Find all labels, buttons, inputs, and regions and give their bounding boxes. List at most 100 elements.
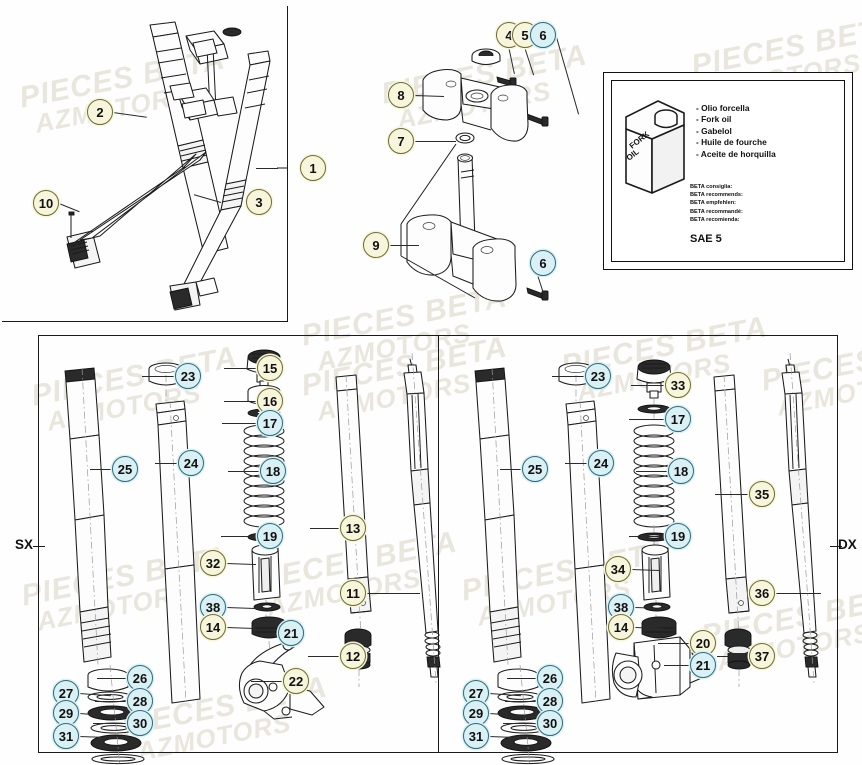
callout-leader-line [500, 469, 522, 470]
part-11-damper-rod-sx [403, 352, 441, 684]
callout-badge-26[interactable]: 26 [127, 665, 153, 691]
side-label-dx: DX [838, 537, 857, 552]
callout-badge-18[interactable]: 18 [260, 458, 286, 484]
callout-leader-line [97, 678, 127, 679]
callout-leader-line [507, 678, 537, 679]
callout-leader-line [629, 536, 665, 537]
callout-badge-14[interactable]: 14 [200, 614, 226, 640]
callout-badge-19[interactable]: 19 [257, 523, 283, 549]
callout-badge-10[interactable]: 10 [33, 190, 59, 216]
callout-badge-20[interactable]: 20 [690, 630, 716, 656]
callout-leader-line [717, 656, 749, 657]
callout-badge-33[interactable]: 33 [665, 372, 691, 398]
callout-badge-24[interactable]: 24 [588, 450, 614, 476]
part-6-bolt-upper [526, 113, 549, 127]
beta-line-de: BETA empfehlen: [690, 200, 736, 207]
seal-stack-sx [87, 664, 145, 765]
side-label-dx-tick [830, 546, 842, 548]
beta-line-es: BETA recomienda: [690, 216, 740, 223]
part-35-damper-tube-dx [713, 374, 750, 636]
part-10-bolt [68, 211, 75, 238]
callout-badge-23[interactable]: 23 [175, 363, 201, 389]
callout-badge-9[interactable]: 9 [363, 232, 389, 258]
callout-badge-23[interactable]: 23 [585, 363, 611, 389]
callout-badge-29[interactable]: 29 [53, 700, 79, 726]
callout-badge-21[interactable]: 21 [690, 652, 716, 678]
callout-badge-21[interactable]: 21 [278, 620, 304, 646]
callout-badge-19[interactable]: 19 [665, 523, 691, 549]
callout-badge-25[interactable]: 25 [112, 456, 138, 482]
callout-badge-15[interactable]: 15 [257, 355, 283, 381]
part-38-washer-sx [253, 602, 281, 612]
part-14-bushing-dx [641, 616, 677, 688]
callout-leader-line [366, 593, 420, 594]
callout-badge-7[interactable]: 7 [388, 128, 414, 154]
part-37-bump-stop-dx [724, 628, 752, 687]
part-25-outer-tube-sx [64, 367, 112, 666]
callout-leader-line [658, 643, 690, 644]
callout-leader-line [552, 376, 585, 377]
callout-badge-17[interactable]: 17 [665, 406, 691, 432]
callout-badge-3[interactable]: 3 [246, 189, 272, 215]
callout-badge-28[interactable]: 28 [127, 688, 153, 714]
callout-badge-11[interactable]: 11 [340, 580, 366, 606]
callout-badge-14[interactable]: 14 [608, 614, 634, 640]
triple-clamp-group [400, 48, 549, 302]
beta-line-it: BETA consiglia: [690, 184, 733, 190]
callout-badge-30[interactable]: 30 [127, 710, 153, 736]
callout-leader-line [228, 471, 260, 472]
callout-badge-28[interactable]: 28 [537, 688, 563, 714]
callout-badge-2[interactable]: 2 [87, 99, 113, 125]
callout-leader-line [90, 469, 112, 470]
callout-leader-line [95, 701, 127, 702]
callout-badge-17[interactable]: 17 [257, 410, 283, 436]
oil-name-fr: - Huile de fourche [696, 137, 767, 148]
oil-name-list: - Olio forcella - Fork oil - Gabelol - H… [696, 103, 776, 160]
oil-grade-label: SAE 5 [690, 233, 722, 245]
callout-badge-25[interactable]: 25 [522, 456, 548, 482]
callout-badge-22[interactable]: 22 [283, 668, 309, 694]
callout-badge-12[interactable]: 12 [340, 643, 366, 669]
callout-badge-16[interactable]: 16 [257, 388, 283, 414]
side-label-sx-tick [33, 546, 45, 548]
callout-badge-1[interactable]: 1 [300, 155, 326, 181]
callout-leader-line [664, 665, 690, 666]
callout-leader-line [505, 701, 537, 702]
callout-badge-34[interactable]: 34 [605, 556, 631, 582]
fork-oil-info-box: FORK OIL - Olio forcella - Fork oil - Ga… [603, 72, 853, 270]
part-17-washer-dx [637, 404, 671, 414]
callout-badge-8[interactable]: 8 [388, 82, 414, 108]
callout-badge-13[interactable]: 13 [340, 515, 366, 541]
callout-badge-32[interactable]: 32 [200, 550, 226, 576]
oil-name-it: - Olio forcella [696, 103, 750, 113]
callout-badge-6[interactable]: 6 [530, 250, 556, 276]
part-1-triple-clamp-assembly [169, 27, 242, 121]
part-23-ring-dx [558, 362, 594, 413]
callout-badge-29[interactable]: 29 [463, 700, 489, 726]
part-9-lower-triple-clamp [400, 143, 517, 302]
part-3-fork-leg-right [169, 50, 271, 311]
callout-badge-36[interactable]: 36 [749, 580, 775, 606]
callout-badge-26[interactable]: 26 [537, 665, 563, 691]
side-label-sx: SX [15, 537, 34, 552]
callout-leader-line [221, 536, 257, 537]
callout-badge-6[interactable]: 6 [530, 22, 556, 48]
part-22-fork-bottom-sx [238, 639, 325, 720]
callout-badge-30[interactable]: 30 [537, 710, 563, 736]
part-24-inner-tube-sx [155, 400, 201, 704]
part-7-o-ring [455, 132, 475, 144]
callout-leader-line [222, 423, 257, 424]
callout-badge-24[interactable]: 24 [178, 450, 204, 476]
part-8-upper-triple-clamp [422, 68, 529, 142]
callout-badge-31[interactable]: 31 [463, 723, 489, 749]
callout-leader-line [224, 401, 257, 402]
callout-badge-35[interactable]: 35 [749, 481, 775, 507]
callout-badge-18[interactable]: 18 [668, 458, 694, 484]
callout-leader-line [142, 376, 175, 377]
callout-badge-31[interactable]: 31 [53, 723, 79, 749]
part-19-washer-dx [637, 532, 671, 542]
part-23-ring-sx [148, 362, 184, 413]
callout-leader-line [256, 168, 278, 169]
callout-badge-37[interactable]: 37 [749, 643, 775, 669]
